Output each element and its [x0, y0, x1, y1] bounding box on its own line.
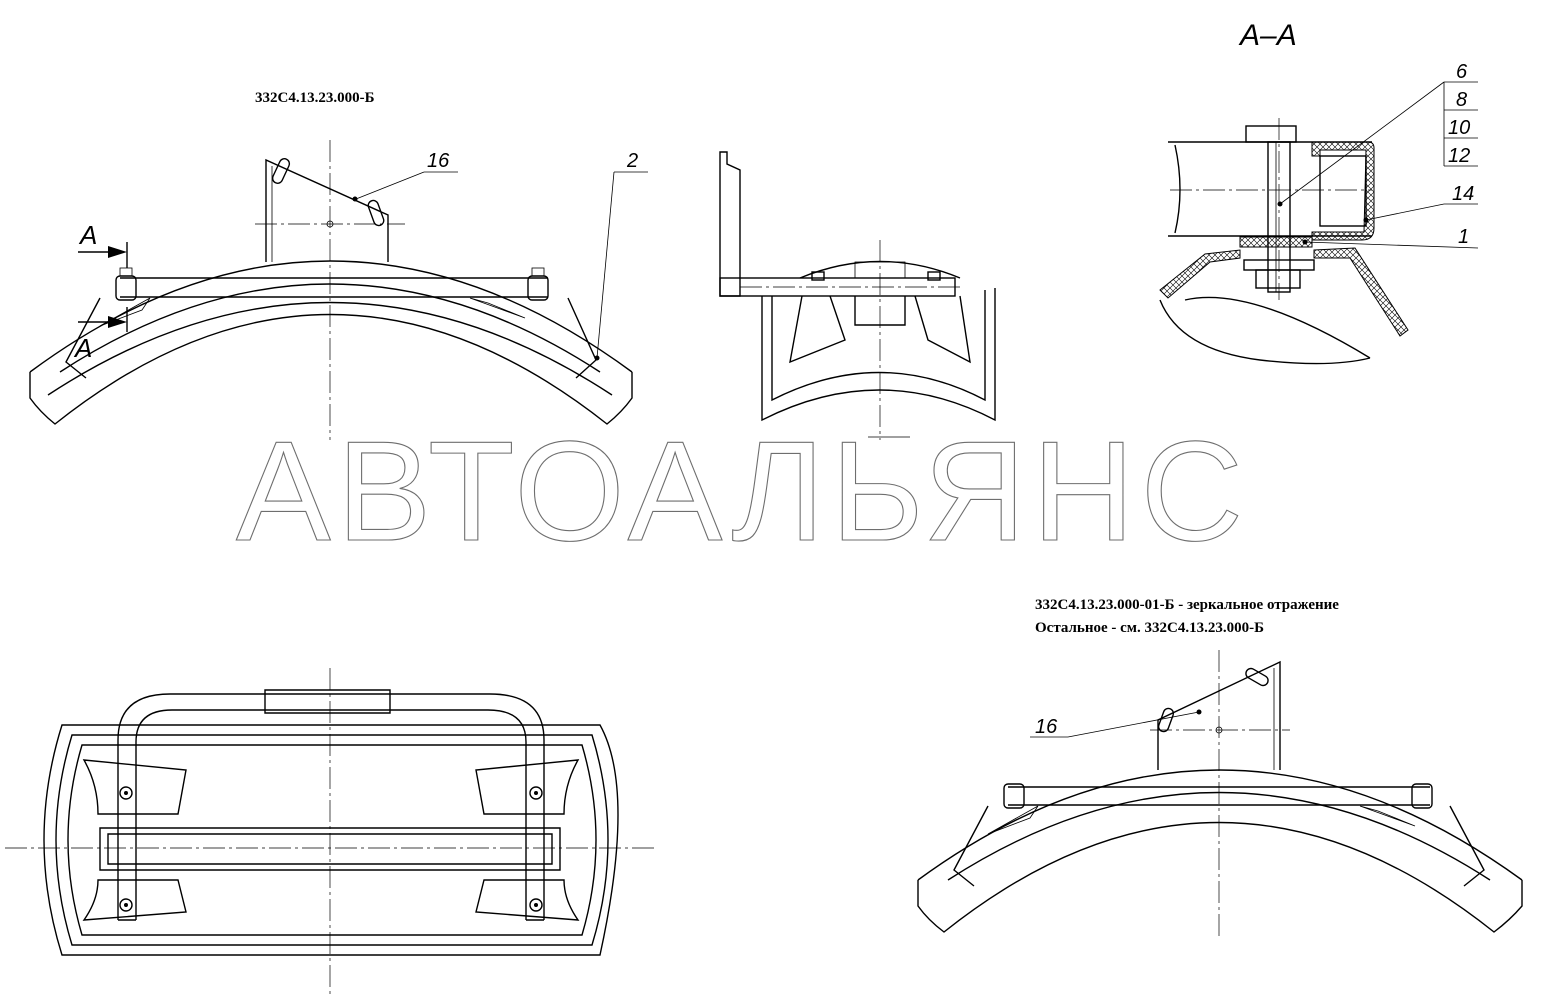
callout-14: 14	[1452, 183, 1474, 205]
callout-mirror-group: 16	[1030, 711, 1200, 738]
callouts-front-view: 16 2	[355, 150, 648, 359]
top-view	[5, 668, 655, 995]
rest-note: Остальное - см. 332С4.13.23.000-Б	[1035, 620, 1264, 636]
section-title: А–А	[1238, 19, 1297, 52]
callout-16: 16	[427, 150, 450, 172]
callouts-section: 6 8 10 12 14 1	[1279, 61, 1479, 249]
callout-2: 2	[626, 150, 638, 172]
callout-8: 8	[1456, 89, 1467, 111]
callout-mirror-16: 16	[1035, 716, 1058, 738]
side-view	[719, 151, 996, 440]
front-view	[29, 140, 633, 440]
section-mark-a: А А	[73, 220, 128, 363]
callout-12: 12	[1448, 145, 1470, 167]
drawing-designation: 332С4.13.23.000-Б	[255, 90, 375, 106]
mirror-front-view	[917, 650, 1523, 940]
callout-6: 6	[1456, 61, 1468, 83]
callout-10: 10	[1448, 117, 1470, 139]
section-a-a-view	[1159, 118, 1409, 365]
watermark-text: АВТОАЛЬЯНС	[236, 412, 1249, 571]
callout-1: 1	[1458, 226, 1469, 248]
section-mark-label-lower: А	[73, 333, 92, 363]
section-mark-label-upper: А	[78, 220, 97, 250]
mirror-note: 332С4.13.23.000-01-Б - зеркальное отраже…	[1035, 597, 1339, 613]
